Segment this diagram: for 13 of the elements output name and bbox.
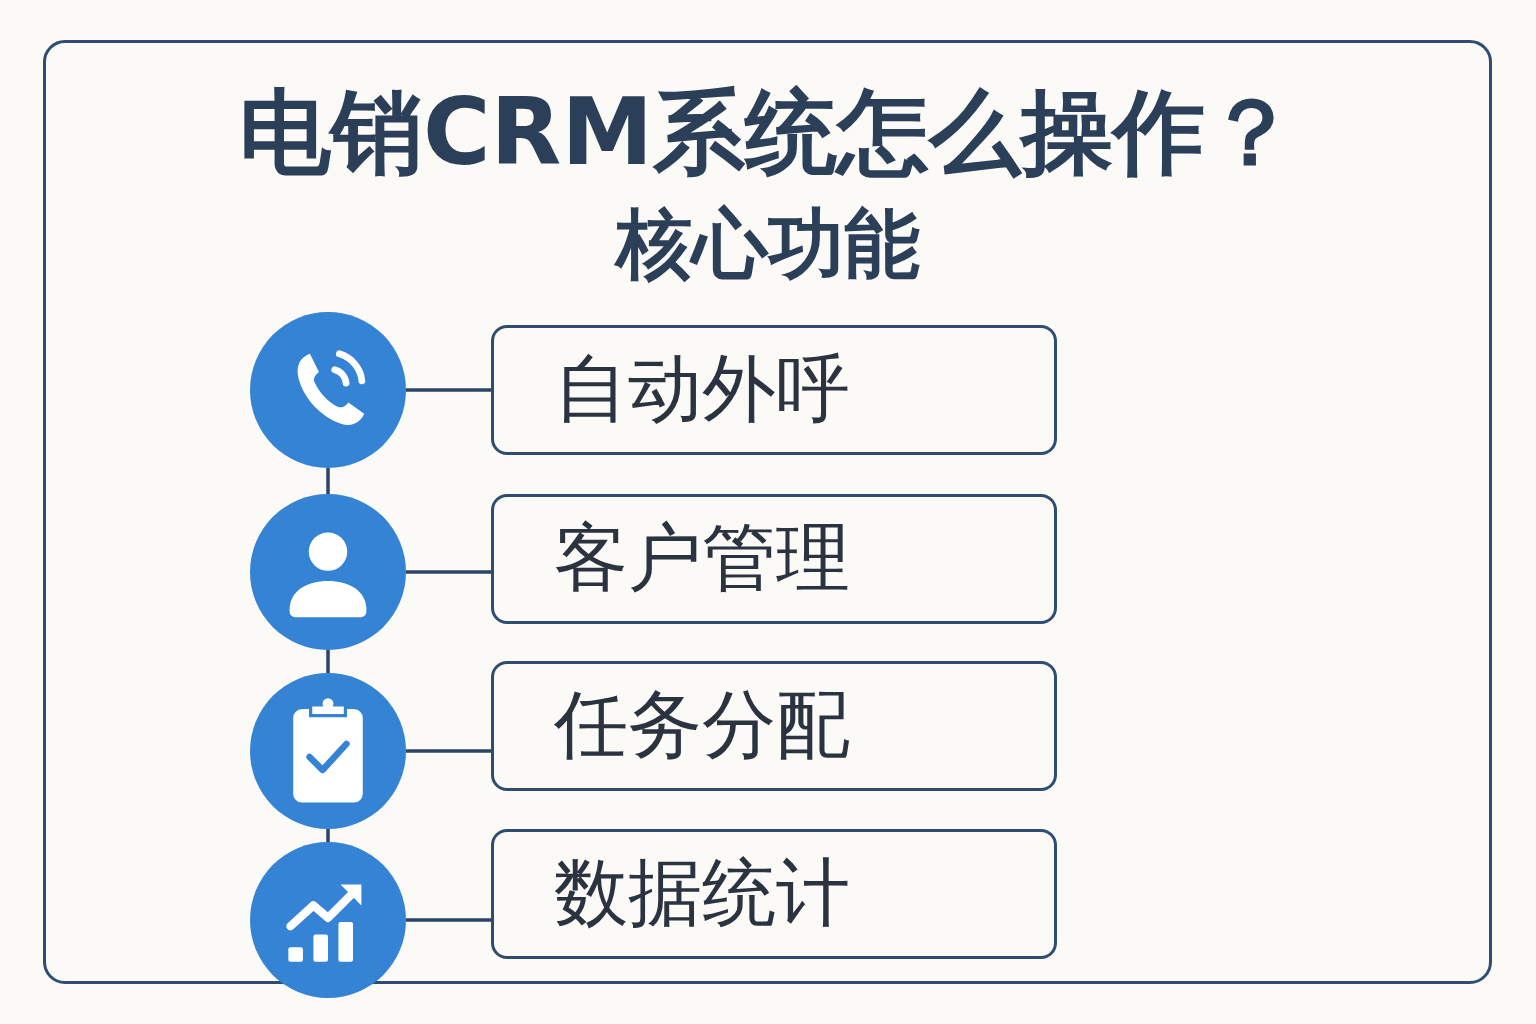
- connector-line: [406, 388, 491, 392]
- connector-line: [406, 918, 491, 922]
- connector-line: [326, 650, 330, 673]
- feature-box: 任务分配: [491, 661, 1057, 791]
- connector-line: [406, 749, 491, 753]
- title: 电销CRM系统怎么操作？: [238, 82, 1298, 184]
- feature-box: 客户管理: [491, 494, 1057, 624]
- connector-line: [326, 829, 330, 842]
- feature-box: 数据统计: [491, 829, 1057, 959]
- connector-line: [326, 468, 330, 494]
- connector-line: [406, 570, 491, 574]
- feature-box: 自动外呼: [491, 325, 1057, 455]
- subtitle: 核心功能: [613, 202, 921, 286]
